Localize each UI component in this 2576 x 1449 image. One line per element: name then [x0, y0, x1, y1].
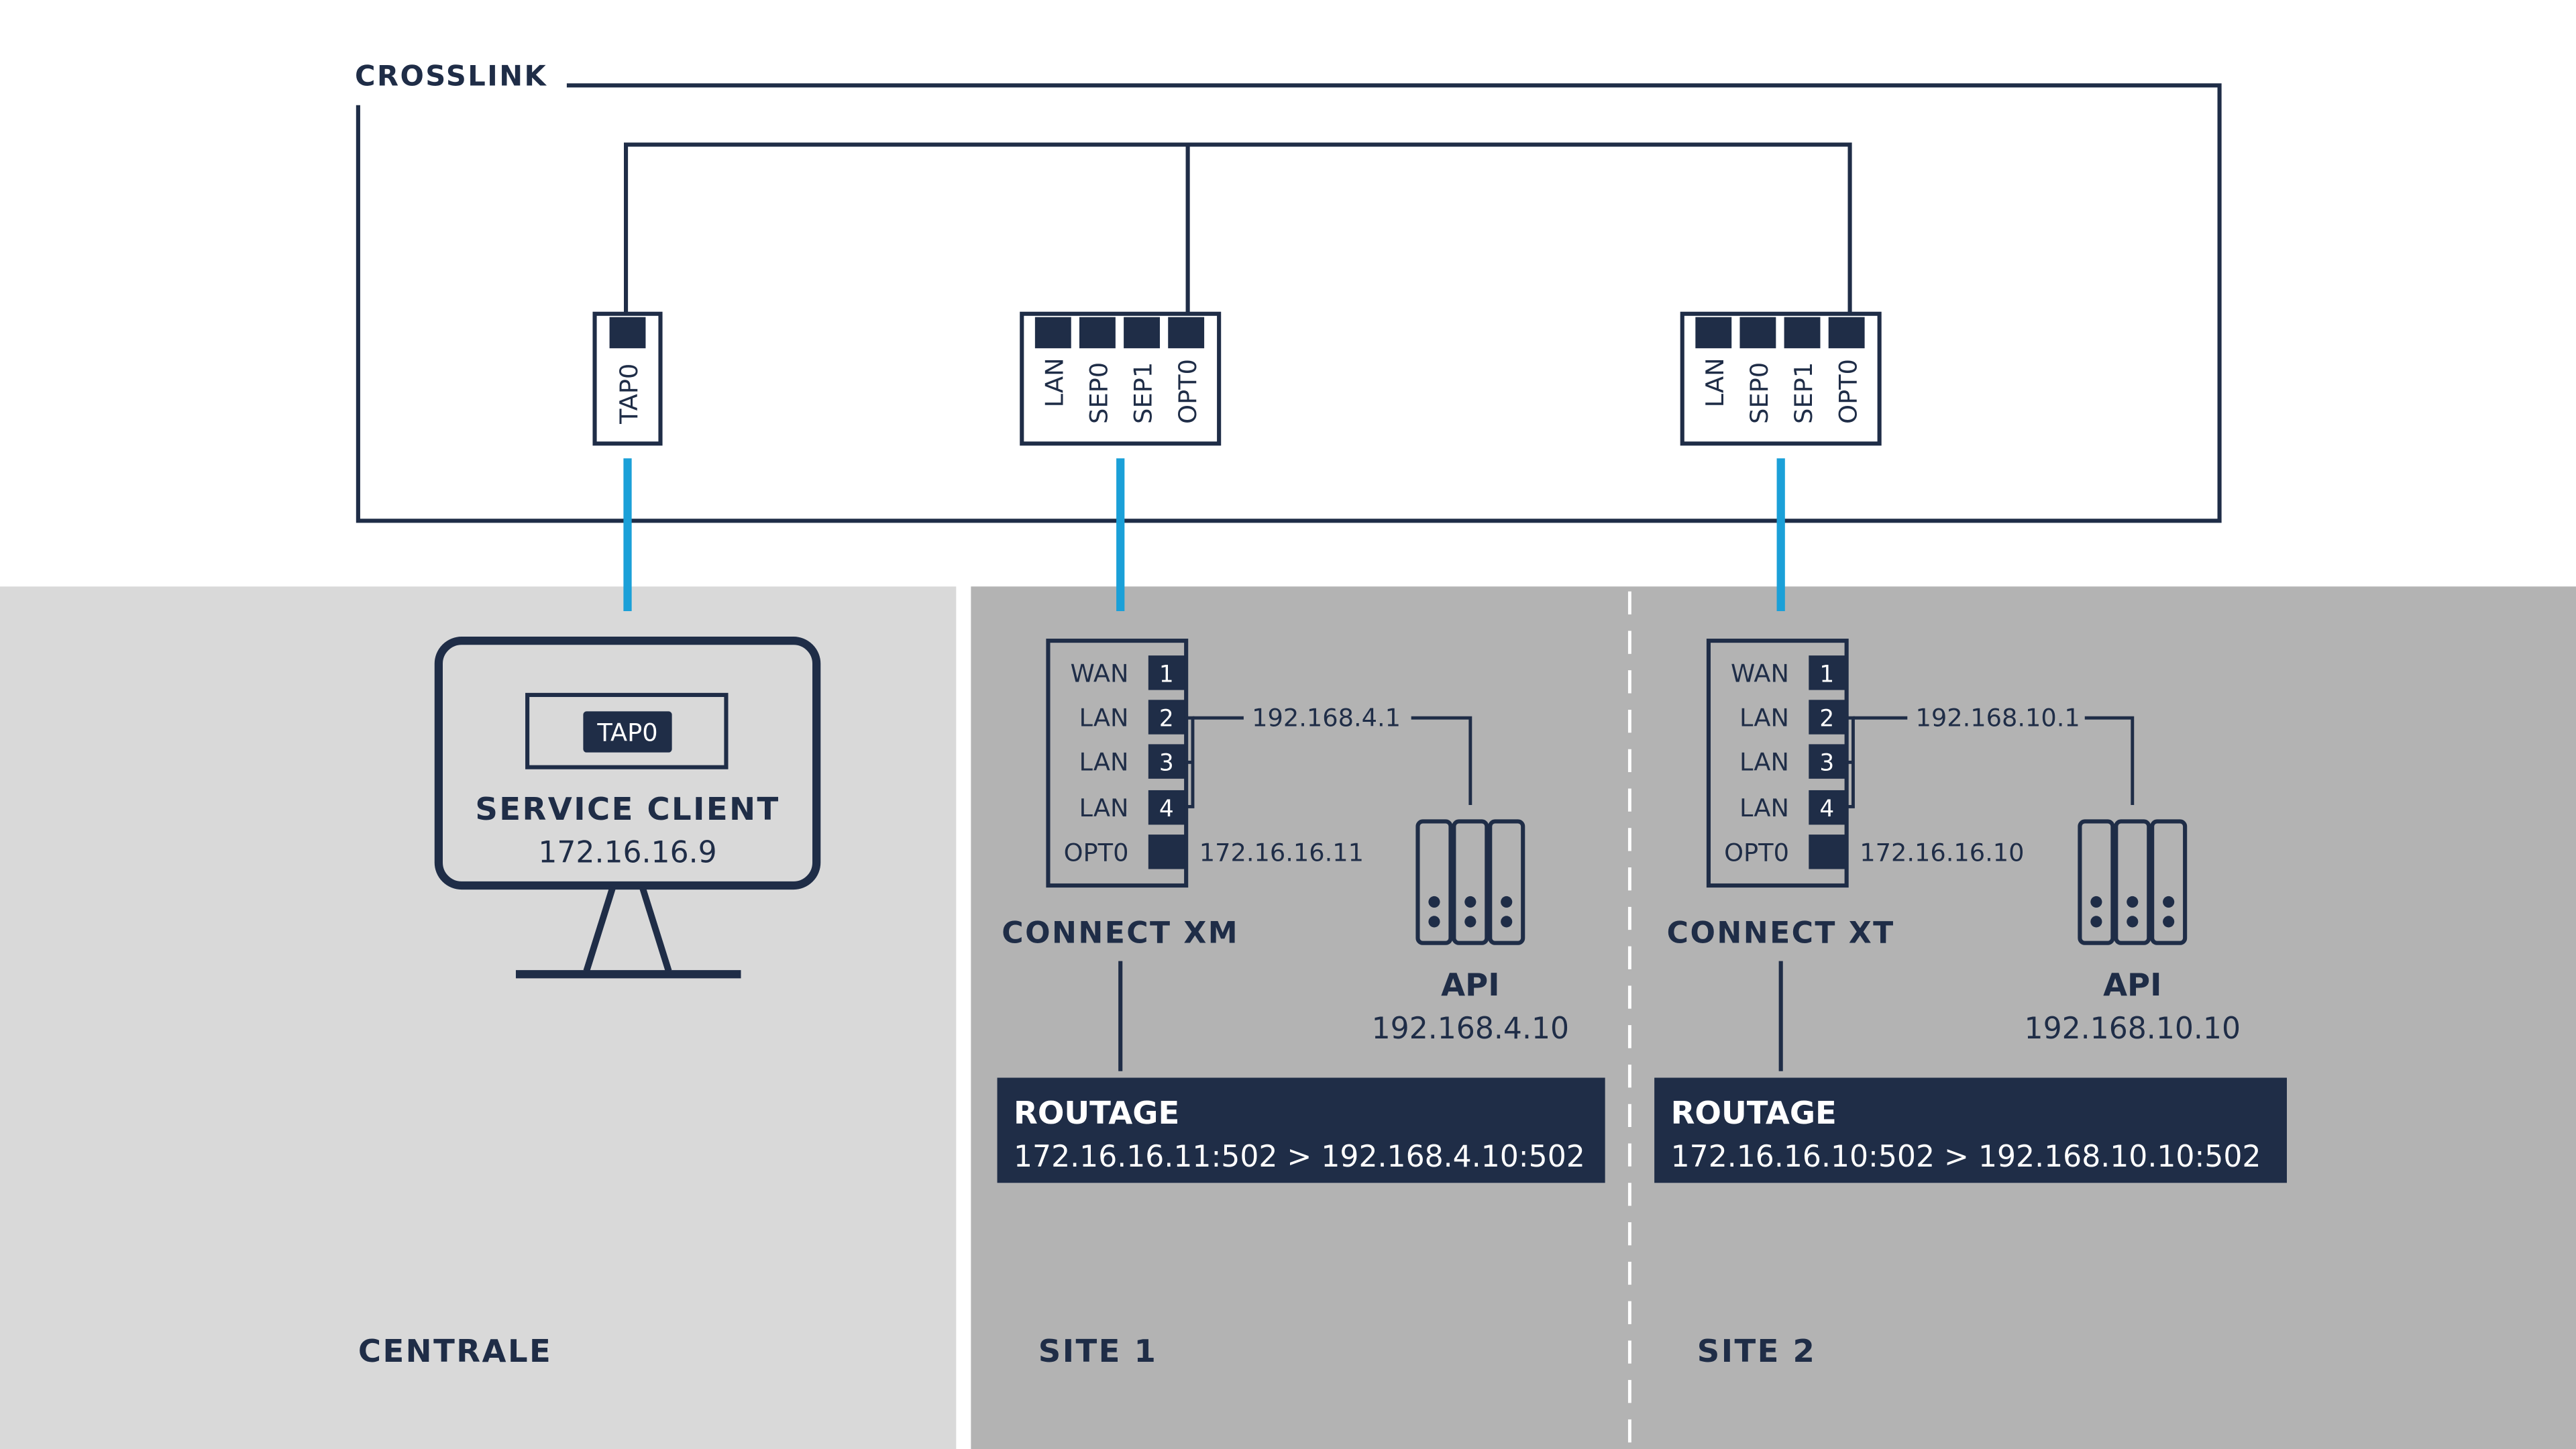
crosslink-loop: [356, 83, 2222, 523]
tap-switch: TAP0: [592, 311, 663, 446]
sw1-port-opt0: [1168, 317, 1205, 349]
routage2-title: ROUTAGE: [1671, 1095, 1837, 1131]
switch-site1: LAN SEP0 SEP1 OPT0: [1020, 311, 1222, 446]
server-icon: [2078, 819, 2188, 945]
tap0-badge-label: TAP0: [596, 718, 657, 747]
xt-port-2: 2: [1819, 705, 1834, 732]
sw1-label-sep1: SEP1: [1129, 362, 1158, 424]
xm-port-3: 3: [1159, 750, 1174, 777]
xm-label-lan3: LAN: [1079, 748, 1129, 777]
zone-label-centrale: CENTRALE: [358, 1333, 552, 1369]
sw2-label-opt0: OPT0: [1833, 359, 1862, 424]
sw2-port-opt0: [1828, 317, 1865, 349]
sw2-port-lan: [1695, 317, 1732, 349]
connect-xt: WAN LAN LAN LAN OPT0 1 2 3 4 192.168.10.…: [1667, 639, 2135, 1071]
service-client: TAP0 SERVICE CLIENT 172.16.16.9: [434, 636, 821, 979]
zone-label-site2: SITE 2: [1697, 1333, 1817, 1369]
xm-label-opt0: OPT0: [1064, 838, 1129, 867]
service-client-name: SERVICE CLIENT: [475, 791, 780, 827]
tap0-badge: [583, 711, 672, 753]
xt-port-3: 3: [1819, 750, 1834, 777]
connect-xm: WAN LAN LAN LAN OPT0 1 2 3 4 192.168.4.1…: [1002, 639, 1472, 1071]
tap-port: [609, 317, 646, 349]
xt-opt-ip: 172.16.16.10: [1860, 838, 2024, 867]
connect-xt-name: CONNECT XT: [1667, 916, 1895, 951]
sw1-label-sep0: SEP0: [1085, 362, 1114, 424]
xm-port-4: 4: [1159, 796, 1174, 822]
xt-port-4: 4: [1819, 796, 1834, 822]
routage1-rule: 172.16.16.11:502 > 192.168.4.10:502: [1014, 1140, 1585, 1174]
xm-label-lan4: LAN: [1079, 794, 1129, 822]
xm-port-2: 2: [1159, 705, 1174, 732]
routage2-box: ROUTAGE 172.16.16.10:502 > 192.168.10.10…: [1654, 1077, 2287, 1183]
xt-port-1: 1: [1819, 661, 1834, 688]
sw2-port-sep1: [1784, 317, 1821, 349]
api2-name: API: [2103, 967, 2161, 1003]
xm-opt0-port: [1148, 835, 1185, 869]
api1-name: API: [1441, 967, 1499, 1003]
api1-server: API 192.168.4.10: [1372, 819, 1569, 1046]
api1-ip: 192.168.4.10: [1372, 1012, 1569, 1046]
crosslink-bus: [624, 142, 1852, 317]
api2-ip: 192.168.10.10: [2025, 1012, 2241, 1046]
xm-lan-ip: 192.168.4.1: [1252, 703, 1401, 732]
routage1-title: ROUTAGE: [1014, 1095, 1179, 1131]
xt-label-lan4: LAN: [1739, 794, 1789, 822]
sw1-label-lan: LAN: [1040, 358, 1069, 407]
xm-label-wan: WAN: [1071, 659, 1129, 688]
sw2-port-sep0: [1739, 317, 1776, 349]
sw2-label-sep0: SEP0: [1745, 362, 1774, 424]
server-icon: [1415, 819, 1525, 945]
routage1-box: ROUTAGE 172.16.16.11:502 > 192.168.4.10:…: [997, 1077, 1605, 1183]
xt-label-opt0: OPT0: [1724, 838, 1789, 867]
sw1-port-sep0: [1079, 317, 1116, 349]
service-client-ip: 172.16.16.9: [538, 836, 716, 870]
xm-port-1: 1: [1159, 661, 1174, 688]
switch-site2: LAN SEP0 SEP1 OPT0: [1680, 311, 1882, 446]
crosslink-label: CROSSLINK: [355, 59, 547, 92]
xt-lan-ip: 192.168.10.1: [1916, 703, 2080, 732]
xt-label-wan: WAN: [1731, 659, 1789, 688]
xm-label-lan2: LAN: [1079, 703, 1129, 732]
sw1-label-opt0: OPT0: [1173, 359, 1202, 424]
xt-label-lan3: LAN: [1739, 748, 1789, 777]
sites-zone: [971, 586, 2576, 1449]
zone-label-site1: SITE 1: [1038, 1333, 1158, 1369]
sw2-label-lan: LAN: [1701, 358, 1729, 407]
monitor-icon: [434, 636, 821, 890]
xm-opt-ip: 172.16.16.11: [1199, 838, 1364, 867]
centrale-zone: [0, 586, 957, 1449]
api2-server: API 192.168.10.10: [2025, 819, 2241, 1046]
sw2-label-sep1: SEP1: [1789, 362, 1818, 424]
xt-opt0-port: [1809, 835, 1845, 869]
sw1-port-lan: [1034, 317, 1071, 349]
routage2-rule: 172.16.16.10:502 > 192.168.10.10:502: [1671, 1140, 2261, 1174]
connect-xm-name: CONNECT XM: [1002, 916, 1239, 951]
tap-port-label: TAP0: [614, 364, 643, 425]
xt-label-lan2: LAN: [1739, 703, 1789, 732]
sw1-port-sep1: [1124, 317, 1160, 349]
